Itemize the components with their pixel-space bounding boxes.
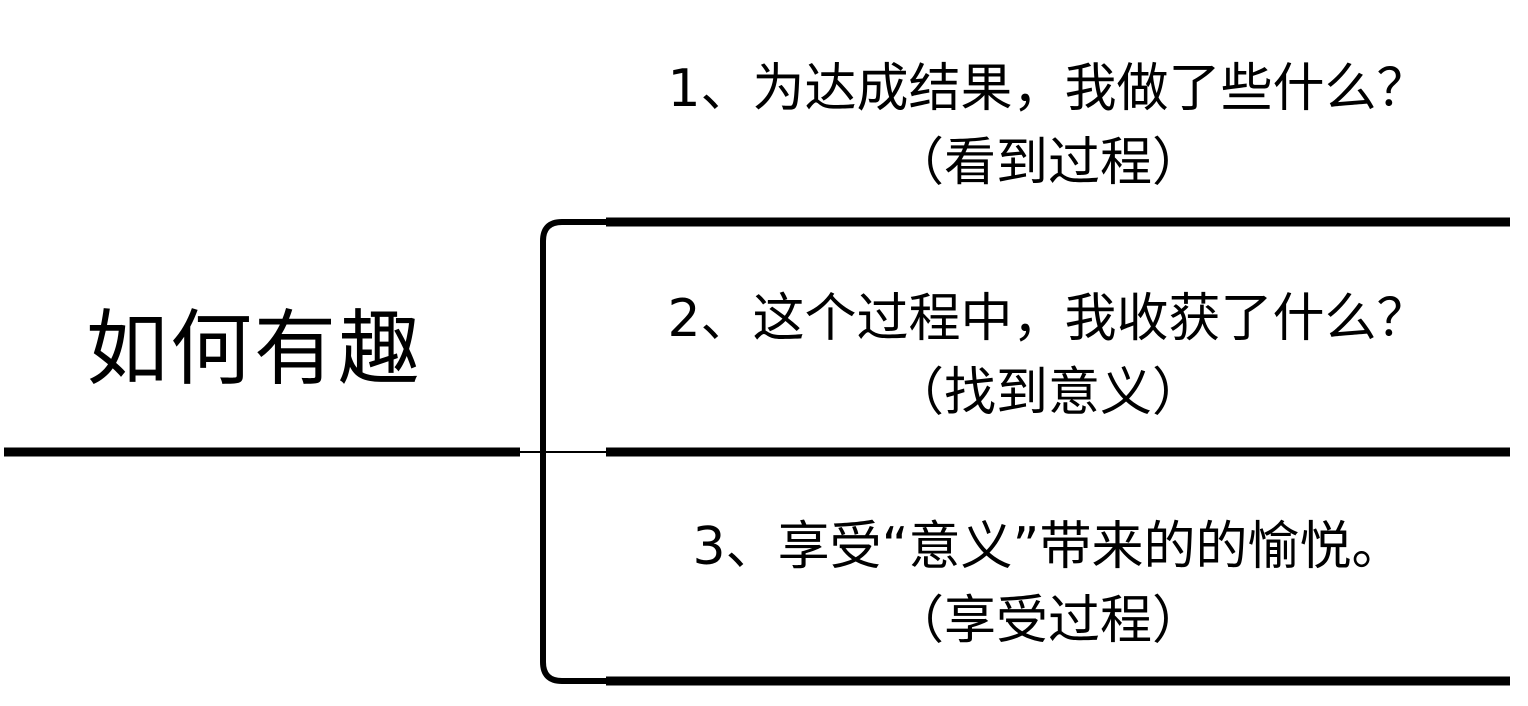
branch-note: （找到意义） bbox=[891, 363, 1204, 423]
branch-question: 3、享受“意义”带来的的愉悦。 bbox=[692, 517, 1404, 577]
branch-bracket bbox=[540, 219, 606, 684]
branch-node-2: 2、这个过程中，我收获了什么？ （找到意义） bbox=[618, 282, 1478, 430]
branch-note: （看到过程） bbox=[891, 133, 1204, 193]
branch-note: （享受过程） bbox=[891, 591, 1204, 651]
branch-node-1: 1、为达成结果，我做了些什么？ （看到过程） bbox=[618, 52, 1478, 200]
root-node-title: 如何有趣 bbox=[86, 302, 423, 397]
branch-question: 1、为达成结果，我做了些什么？ bbox=[667, 59, 1429, 119]
branch-node-3: 3、享受“意义”带来的的愉悦。 （享受过程） bbox=[618, 510, 1478, 658]
branch-question: 2、这个过程中，我收获了什么？ bbox=[667, 289, 1429, 349]
